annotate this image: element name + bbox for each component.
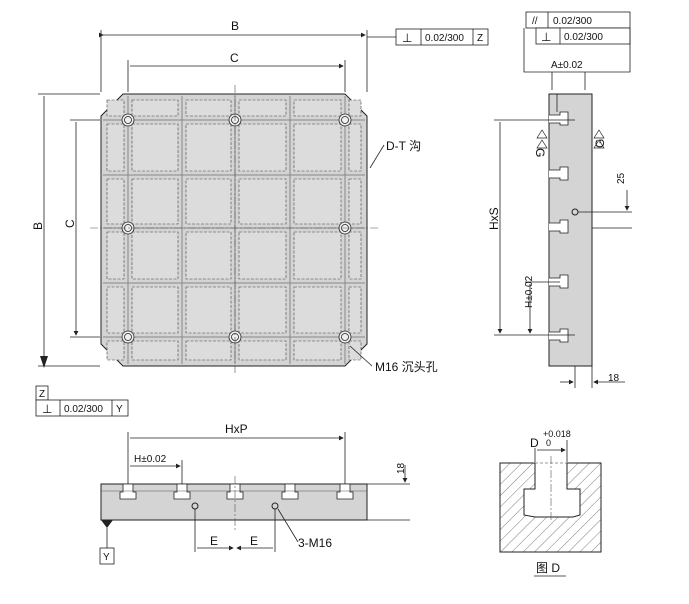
frame-parallel-symbol: //	[532, 16, 538, 27]
side-t-slot	[549, 274, 569, 289]
dim-HxP: HxP	[225, 422, 248, 436]
side-t-slot	[549, 328, 569, 343]
plate-cell	[238, 99, 287, 117]
frame-perp-value: 0.02/300	[564, 32, 603, 43]
tap-label: 3-M16	[298, 536, 332, 550]
plate-cell	[185, 178, 232, 225]
frame-left-symbol: ⊥	[42, 402, 52, 416]
plate-cell	[131, 178, 179, 225]
dim-G2: G	[593, 139, 607, 148]
plate-cell	[185, 340, 232, 361]
dim-E1: E	[210, 534, 218, 548]
frame-left-datum: Y	[116, 404, 123, 415]
frame-top-value: 0.02/300	[425, 33, 464, 44]
counterbore-hole-icon	[338, 113, 352, 127]
dim-18-side: 18	[608, 373, 620, 384]
plate-cell	[106, 178, 125, 225]
bottom-t-slot	[119, 483, 137, 500]
datum-Y: Y	[103, 552, 110, 563]
dim-H-side: H±0.02	[524, 275, 535, 308]
frame-top-symbol: ⊥	[402, 31, 412, 45]
dim-D: D	[530, 436, 539, 450]
plate-cell	[293, 231, 342, 280]
plate-cell	[348, 99, 362, 117]
top-view: B C B C D-T 沟 M16 沉头孔 ⊥ 0.02/300 Z Z ⊥ 0…	[31, 19, 489, 417]
dim-18-bottom: 18	[396, 462, 407, 474]
datum-Z: Z	[39, 389, 45, 400]
dim-H-bottom: H±0.02	[134, 454, 167, 465]
counterbore-hole-inner	[341, 333, 349, 341]
plate-cell	[106, 286, 125, 334]
hole-label: M16 沉头孔	[375, 360, 438, 374]
plate-cell	[348, 123, 362, 172]
dim-D-tol-lower: 0	[546, 438, 551, 448]
plate-cell	[131, 123, 179, 172]
plate-cell	[238, 340, 287, 361]
plate-cell	[106, 99, 125, 117]
plate-cell	[293, 286, 342, 334]
counterbore-hole-icon	[121, 330, 135, 344]
counterbore-hole-inner	[341, 116, 349, 124]
dim-HxS: HxS	[487, 207, 501, 230]
dim-E2: E	[250, 534, 258, 548]
plate-cell	[185, 99, 232, 117]
plate-cell	[293, 123, 342, 172]
plate-cell	[238, 123, 287, 172]
counterbore-hole-icon	[338, 330, 352, 344]
frame-top-datum: Z	[477, 33, 483, 44]
counterbore-hole-inner	[124, 333, 132, 341]
plate-cell	[106, 231, 125, 280]
side-t-slot	[549, 111, 569, 126]
dim-G1: G	[533, 148, 547, 157]
side-t-slot	[549, 166, 569, 181]
groove-label: D-T 沟	[386, 139, 421, 153]
plate-cell	[185, 231, 232, 280]
plate-cell	[106, 123, 125, 172]
dim-B-left: B	[31, 222, 45, 230]
dim-C-top: C	[230, 51, 239, 65]
plate-cell	[185, 286, 232, 334]
bottom-t-slot	[281, 483, 299, 500]
frame-left-value: 0.02/300	[64, 404, 103, 415]
side-view: // 0.02/300 ⊥ 0.02/300 A±0.02 G G HxS H±…	[487, 11, 632, 388]
frame-parallel-value: 0.02/300	[553, 16, 592, 27]
figure-caption: 图 D	[536, 561, 560, 575]
plate-cell	[131, 340, 179, 361]
plate-cell	[106, 340, 125, 361]
plate-cell	[131, 231, 179, 280]
dim-C-left: C	[63, 219, 77, 228]
bottom-view: HxP H±0.02 18 E E 3-M16 Y	[99, 422, 410, 565]
plate-cell	[293, 178, 342, 225]
plate-cell	[348, 286, 362, 334]
plate-cell	[293, 340, 342, 361]
side-t-slot	[549, 219, 569, 234]
plate-cell	[238, 231, 287, 280]
dim-25: 25	[616, 172, 627, 184]
bottom-t-slot	[173, 483, 191, 500]
detail-d: D +0.018 0 图 D	[499, 429, 602, 577]
dim-D-tol-upper: +0.018	[543, 429, 571, 439]
plate-cell	[238, 178, 287, 225]
plate-cell	[348, 178, 362, 225]
plate-cell	[185, 123, 232, 172]
counterbore-hole-icon	[121, 113, 135, 127]
dim-B-top: B	[231, 19, 239, 33]
dim-A: A±0.02	[551, 60, 583, 71]
counterbore-hole-inner	[124, 116, 132, 124]
plate-cell	[238, 286, 287, 334]
frame-perp-symbol: ⊥	[541, 30, 551, 44]
bottom-t-slot	[336, 483, 354, 500]
plate-cell	[131, 99, 179, 117]
plate-cell	[131, 286, 179, 334]
plate-cell	[293, 99, 342, 117]
plate-cell	[348, 231, 362, 280]
